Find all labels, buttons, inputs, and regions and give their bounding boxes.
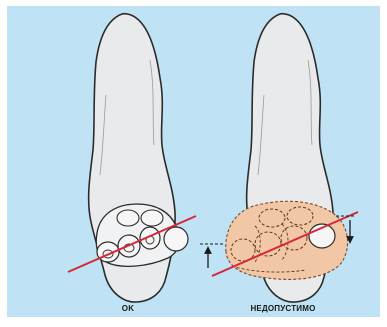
right-foot: [200, 14, 358, 302]
caption-unacceptable: НЕДОПУСТИМО: [238, 304, 328, 313]
left-toe-6: [141, 210, 163, 226]
left-toe-5: [117, 210, 139, 226]
left-toe-4: [164, 227, 188, 251]
left-toe-3: [140, 227, 160, 249]
left-foot: [68, 14, 196, 302]
caption-ok: OK: [113, 304, 143, 313]
